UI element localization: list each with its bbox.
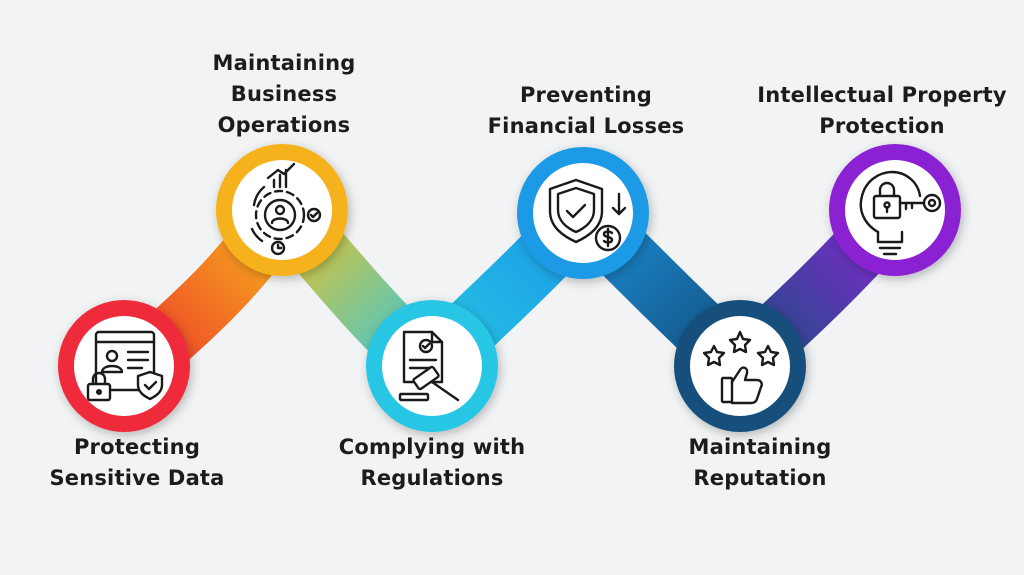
step-label-5: Maintaining Reputation: [630, 432, 890, 494]
step-label-6: Intellectual Property Protection: [752, 80, 1012, 142]
shield-dollar-icon: [548, 178, 627, 252]
step-label-2: Maintaining Business Operations: [154, 48, 414, 141]
step-node-2: [216, 144, 348, 276]
step-label-1-line-1: Protecting: [73, 435, 201, 459]
step-label-1: Protecting Sensitive Data: [7, 432, 267, 494]
step-label-1-line-2: Sensitive Data: [49, 466, 225, 490]
stars-thumbs-up-icon: [702, 330, 780, 405]
step-node-1: [58, 300, 190, 432]
step-label-2-line-2: Business: [230, 82, 338, 106]
step-label-6-line-2: Protection: [819, 114, 945, 138]
step-label-4-line-1: Preventing: [519, 83, 653, 107]
step-label-2-line-1: Maintaining: [212, 51, 356, 75]
step-label-3-line-1: Complying with: [338, 435, 526, 459]
step-node-4: [517, 147, 649, 279]
step-label-3-line-2: Regulations: [360, 466, 504, 490]
step-label-5-line-2: Reputation: [693, 466, 827, 490]
step-label-2-line-3: Operations: [217, 113, 351, 137]
step-label-6-line-1: Intellectual Property: [757, 83, 1007, 107]
step-label-4: Preventing Financial Losses: [456, 80, 716, 142]
lightbulb-lock-key-icon: [859, 170, 942, 256]
step-node-5: [674, 300, 806, 432]
id-card-lock-shield-icon: [86, 330, 164, 402]
document-gavel-icon: [398, 330, 460, 402]
step-label-3: Complying with Regulations: [302, 432, 562, 494]
step-label-5-line-1: Maintaining: [688, 435, 832, 459]
step-label-4-line-2: Financial Losses: [487, 114, 685, 138]
gear-growth-icon: [250, 162, 322, 256]
